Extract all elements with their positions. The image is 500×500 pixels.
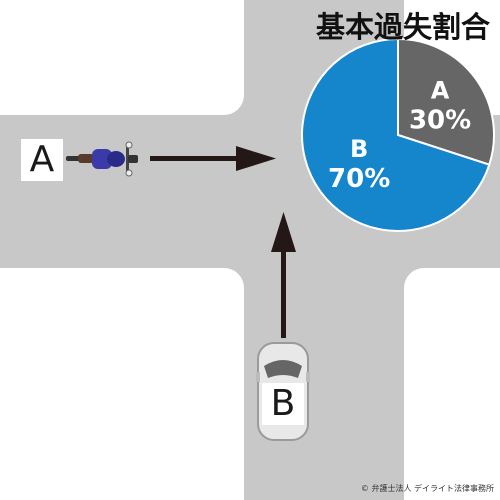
chart-title: 基本過失割合 <box>315 10 490 44</box>
corner-top-left <box>224 95 244 115</box>
fault-ratio-pie-chart: A30% B70% <box>301 37 495 232</box>
arrow-a <box>150 146 276 171</box>
copyright-credit: © 弁護士法人 デイライト法律事務所 <box>360 484 494 493</box>
pie-slice-a <box>397 37 495 166</box>
corner-bottom-right <box>404 268 424 288</box>
motorcycle-icon <box>66 141 138 177</box>
pie-label-b: B <box>350 135 368 163</box>
party-label-a: A <box>21 139 63 181</box>
pie-slice-b <box>301 37 491 232</box>
pie-label-a: A <box>431 76 450 104</box>
party-label-b: B <box>262 383 304 425</box>
arrow-b <box>271 212 296 338</box>
corner-bottom-left <box>224 268 244 288</box>
pie-value-b: 70% <box>328 164 390 194</box>
pie-value-a: 30% <box>409 105 471 135</box>
